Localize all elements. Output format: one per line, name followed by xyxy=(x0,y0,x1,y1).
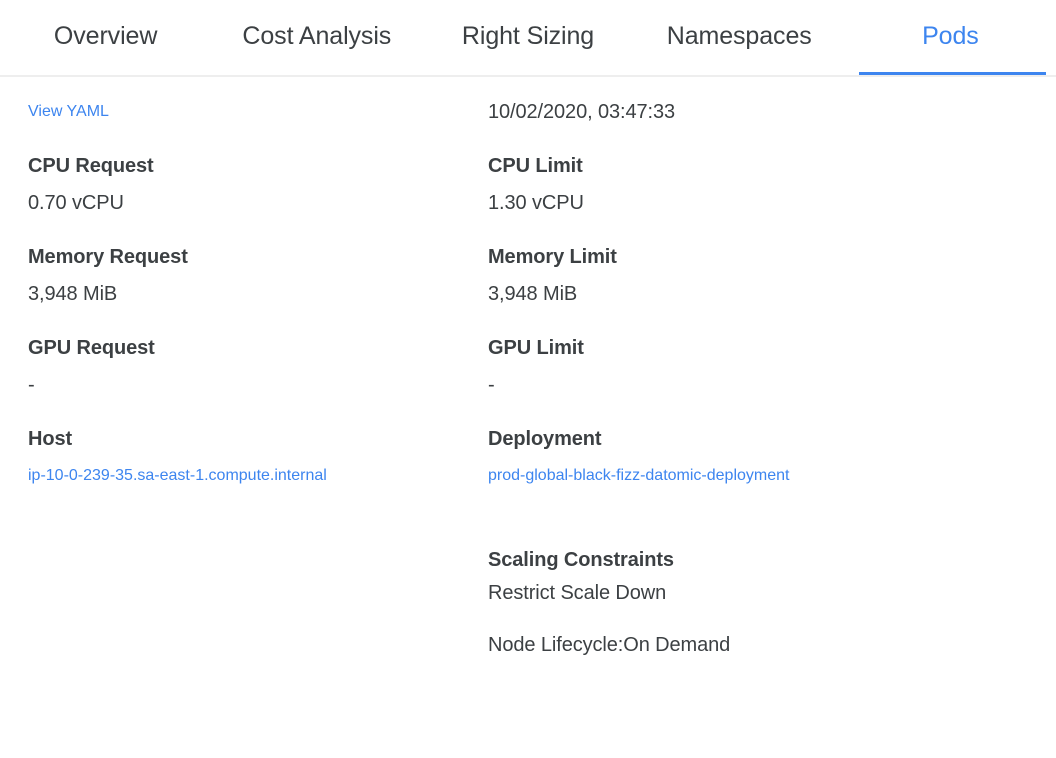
detail-column-left: View YAML CPU Request 0.70 vCPU Memory R… xyxy=(0,95,464,493)
host-link[interactable]: ip-10-0-239-35.sa-east-1.compute.interna… xyxy=(28,467,327,484)
cpu-limit-label: CPU Limit xyxy=(488,155,583,177)
cpu-request-label: CPU Request xyxy=(28,155,154,177)
pod-detail-panel: View YAML CPU Request 0.70 vCPU Memory R… xyxy=(0,77,1056,658)
tab-pods[interactable]: Pods xyxy=(845,0,1056,77)
tab-namespaces-label: Namespaces xyxy=(666,22,812,50)
memory-limit-label: Memory Limit xyxy=(488,246,617,268)
field-scaling-constraints: Scaling Constraints Restrict Scale Down … xyxy=(488,547,928,658)
memory-request-value: 3,948 MiB xyxy=(28,283,118,305)
tab-namespaces[interactable]: Namespaces xyxy=(634,0,845,77)
tab-bar: Overview Cost Analysis Right Sizing Name… xyxy=(0,0,1056,77)
tab-cost-analysis[interactable]: Cost Analysis xyxy=(211,0,422,77)
field-gpu-request: GPU Request - xyxy=(28,335,464,402)
tab-right-sizing-label: Right Sizing xyxy=(461,22,595,50)
active-tab-indicator xyxy=(858,72,1047,76)
tab-pods-label: Pods xyxy=(922,22,979,50)
detail-column-right: 10/02/2020, 03:47:33 CPU Limit 1.30 vCPU… xyxy=(464,95,928,658)
host-label: Host xyxy=(28,428,73,450)
cpu-request-value: 0.70 vCPU xyxy=(28,192,124,214)
field-memory-request: Memory Request 3,948 MiB xyxy=(28,244,464,311)
gpu-request-value: - xyxy=(28,374,35,396)
pod-timestamp: 10/02/2020, 03:47:33 xyxy=(488,101,676,123)
gpu-limit-label: GPU Limit xyxy=(488,337,584,359)
view-yaml-link[interactable]: View YAML xyxy=(28,103,109,120)
field-memory-limit: Memory Limit 3,948 MiB xyxy=(488,244,928,311)
field-cpu-request: CPU Request 0.70 vCPU xyxy=(28,153,464,220)
gpu-request-label: GPU Request xyxy=(28,337,155,359)
tab-right-sizing[interactable]: Right Sizing xyxy=(422,0,633,77)
content-top-spacer xyxy=(0,77,1056,95)
tab-overview[interactable]: Overview xyxy=(0,0,211,77)
tab-overview-label: Overview xyxy=(53,22,158,50)
deployment-link[interactable]: prod-global-black-fizz-datomic-deploymen… xyxy=(488,467,790,484)
field-gpu-limit: GPU Limit - xyxy=(488,335,928,402)
scaling-constraint-item: Node Lifecycle:On Demand xyxy=(488,634,731,656)
field-cpu-limit: CPU Limit 1.30 vCPU xyxy=(488,153,928,220)
field-view-yaml: View YAML xyxy=(28,95,464,129)
field-timestamp: 10/02/2020, 03:47:33 xyxy=(488,95,928,129)
scaling-section-gap xyxy=(488,517,928,547)
tab-cost-analysis-label: Cost Analysis xyxy=(242,22,392,50)
gpu-limit-value: - xyxy=(488,374,495,396)
field-deployment: Deployment prod-global-black-fizz-datomi… xyxy=(488,426,928,493)
scaling-constraint-item: Restrict Scale Down xyxy=(488,582,667,604)
scaling-constraints-label: Scaling Constraints xyxy=(488,549,674,571)
field-host: Host ip-10-0-239-35.sa-east-1.compute.in… xyxy=(28,426,464,493)
detail-columns: View YAML CPU Request 0.70 vCPU Memory R… xyxy=(0,95,1056,658)
cpu-limit-value: 1.30 vCPU xyxy=(488,192,584,214)
memory-request-label: Memory Request xyxy=(28,246,188,268)
memory-limit-value: 3,948 MiB xyxy=(488,283,578,305)
deployment-label: Deployment xyxy=(488,428,602,450)
